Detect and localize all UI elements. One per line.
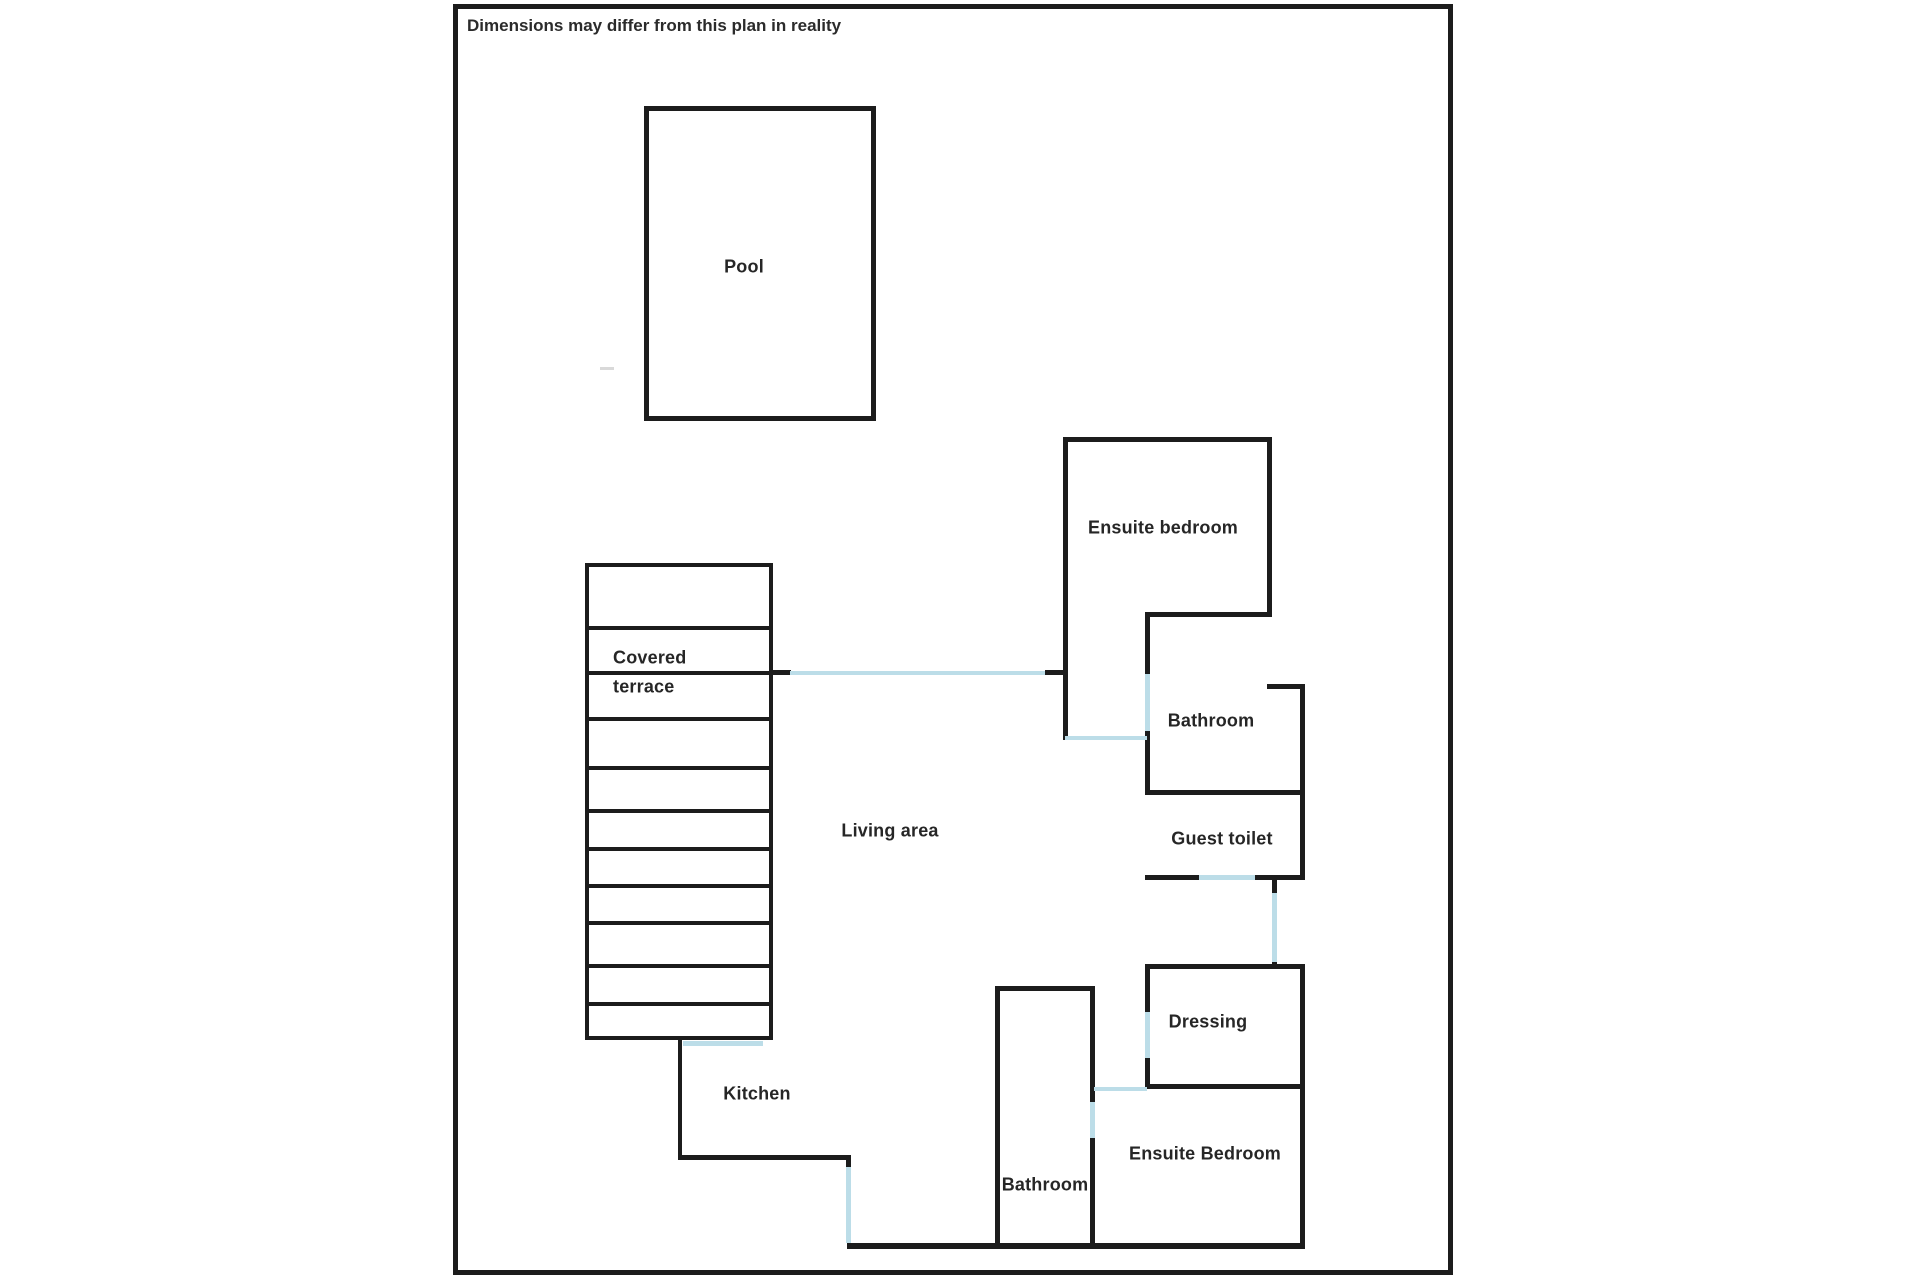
bathroom1-left-wall-b xyxy=(1145,729,1150,795)
bathroom1-top-wall xyxy=(1145,612,1272,617)
dressing-left-wall-a xyxy=(1145,964,1150,1014)
bedroom1-top-wall xyxy=(1063,437,1272,442)
bathroom2-door xyxy=(1090,1102,1095,1138)
corridor-door xyxy=(1272,893,1277,962)
kitchen-left-wall xyxy=(678,1040,682,1160)
terrace-slat-1 xyxy=(585,626,773,630)
bathroom2-left-wall xyxy=(995,986,1000,1247)
right-outer-wall-upper xyxy=(1300,684,1305,880)
plan-border xyxy=(453,4,1453,1275)
room-label-bathroom-2: Bathroom xyxy=(1001,1174,1089,1195)
right-outer-wall-lower xyxy=(1300,964,1305,1249)
bedroom1-left-wall xyxy=(1063,437,1068,740)
pool-outline xyxy=(644,106,876,421)
terrace-slat-4 xyxy=(585,766,773,770)
terrace-slat-5 xyxy=(585,809,773,813)
terrace-slat-8 xyxy=(585,921,773,925)
kitchen-outside-door xyxy=(846,1167,851,1243)
disclaimer-text: Dimensions may differ from this plan in … xyxy=(467,16,842,35)
guest-toilet-bottom-a xyxy=(1145,875,1199,880)
room-label-living-area: Living area xyxy=(841,820,939,841)
scan-artifact xyxy=(600,367,614,370)
dressing-bottom-wall xyxy=(1145,1084,1305,1089)
room-label-guest-toilet: Guest toilet xyxy=(1171,828,1273,849)
bathroom2-right-wall-b xyxy=(1090,1136,1095,1247)
terrace-slat-10 xyxy=(585,1002,773,1006)
terrace-slat-6 xyxy=(585,847,773,851)
dressing-top-wall xyxy=(1145,964,1305,969)
bedroom2-entry xyxy=(1094,1087,1147,1091)
room-label-pool: Pool xyxy=(724,256,764,277)
dressing-door xyxy=(1145,1012,1150,1058)
bathroom2-right-wall-a xyxy=(1090,986,1095,1104)
terrace-slat-7 xyxy=(585,884,773,888)
room-label-dressing: Dressing xyxy=(1168,1011,1248,1032)
bedroom1-right-wall xyxy=(1267,437,1272,617)
terrace-slat-2 xyxy=(585,671,773,675)
bathroom1-left-wall-a xyxy=(1145,612,1150,676)
room-label-terrace: terrace xyxy=(613,676,675,697)
terrace-slat-3 xyxy=(585,717,773,721)
room-label-ensuite-bedroom-2: Ensuite Bedroom xyxy=(1128,1143,1282,1164)
north-glass-wall xyxy=(790,671,1045,675)
bath-toilet-divider xyxy=(1145,790,1305,795)
dressing-left-wall-b xyxy=(1145,1056,1150,1089)
room-label-kitchen: Kitchen xyxy=(723,1083,791,1104)
kitchen-door-cap xyxy=(846,1155,851,1169)
house-bottom-wall xyxy=(847,1243,1305,1249)
bathroom1-step-wall xyxy=(1267,684,1305,689)
bathroom1-door xyxy=(1145,674,1150,731)
room-label-covered: Covered xyxy=(613,647,687,668)
bathroom2-top-wall xyxy=(995,986,1095,991)
terrace-slat-9 xyxy=(585,964,773,968)
stub-glass-bedroom xyxy=(1045,670,1067,675)
terrace-kitchen-door xyxy=(683,1041,763,1046)
guest-toilet-door-stub xyxy=(1272,875,1277,895)
room-label-bathroom-1: Bathroom xyxy=(1167,710,1255,731)
room-label-ensuite-bedroom-1: Ensuite bedroom xyxy=(1087,517,1239,538)
stub-terrace-glass xyxy=(771,670,791,675)
guest-toilet-bottom-b xyxy=(1255,875,1305,880)
kitchen-bottom-wall xyxy=(678,1155,851,1160)
terrace-outline xyxy=(585,563,773,1040)
bedroom1-window xyxy=(1065,736,1147,740)
guest-toilet-door xyxy=(1199,875,1255,880)
